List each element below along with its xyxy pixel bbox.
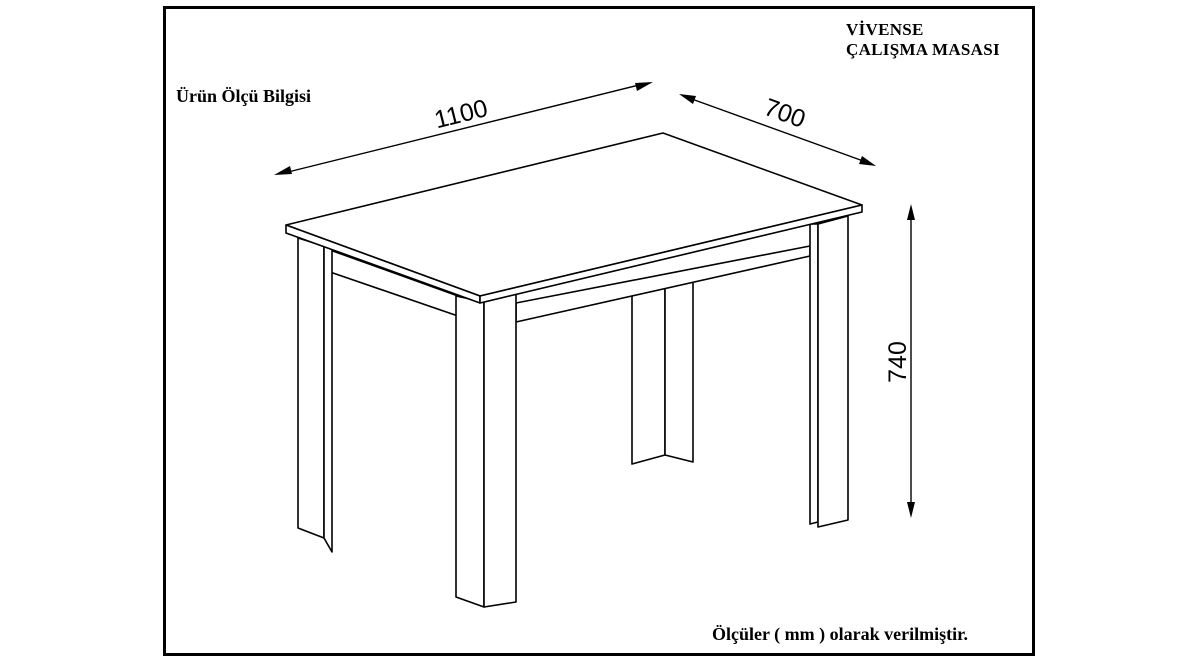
- front-right-leg-outer-face: [817, 215, 849, 528]
- back-left-leg-side-face: [323, 243, 333, 553]
- back-right-leg-right-face: [664, 279, 694, 463]
- height-arrow-bottom: [907, 502, 915, 518]
- front-right-leg: [809, 215, 849, 528]
- depth-arrow-left: [679, 94, 696, 104]
- depth-arrow-right: [859, 156, 876, 166]
- front-left-leg-front-face: [455, 295, 485, 608]
- back-right-leg-left-face: [631, 284, 666, 465]
- height-arrow-top: [907, 204, 915, 220]
- height-label: 740: [884, 341, 912, 383]
- info-title: Ürün Ölçü Bilgisi: [176, 86, 312, 106]
- depth-dimension-line: [688, 97, 867, 163]
- tabletop: [285, 132, 863, 304]
- width-arrow-left: [274, 166, 292, 175]
- brand-name: VİVENSE: [846, 20, 924, 39]
- depth-label: 700: [760, 93, 809, 134]
- height-dimension: 740: [884, 204, 915, 518]
- tabletop-side-edge: [479, 204, 863, 304]
- drawing-frame: [163, 6, 1035, 656]
- front-left-leg-side-face: [483, 293, 517, 608]
- back-right-leg: [631, 279, 694, 465]
- front-left-leg: [455, 293, 517, 608]
- units-footnote: Ölçüler ( mm ) olarak verilmiştir.: [712, 624, 968, 644]
- back-left-leg: [297, 237, 333, 553]
- product-name: ÇALIŞMA MASASI: [846, 40, 1000, 59]
- width-label: 1100: [432, 94, 491, 134]
- back-left-leg-front-face: [297, 237, 325, 539]
- width-dimension-line: [283, 83, 644, 174]
- width-arrow-right: [635, 82, 653, 91]
- front-right-leg-inner-face: [809, 223, 819, 525]
